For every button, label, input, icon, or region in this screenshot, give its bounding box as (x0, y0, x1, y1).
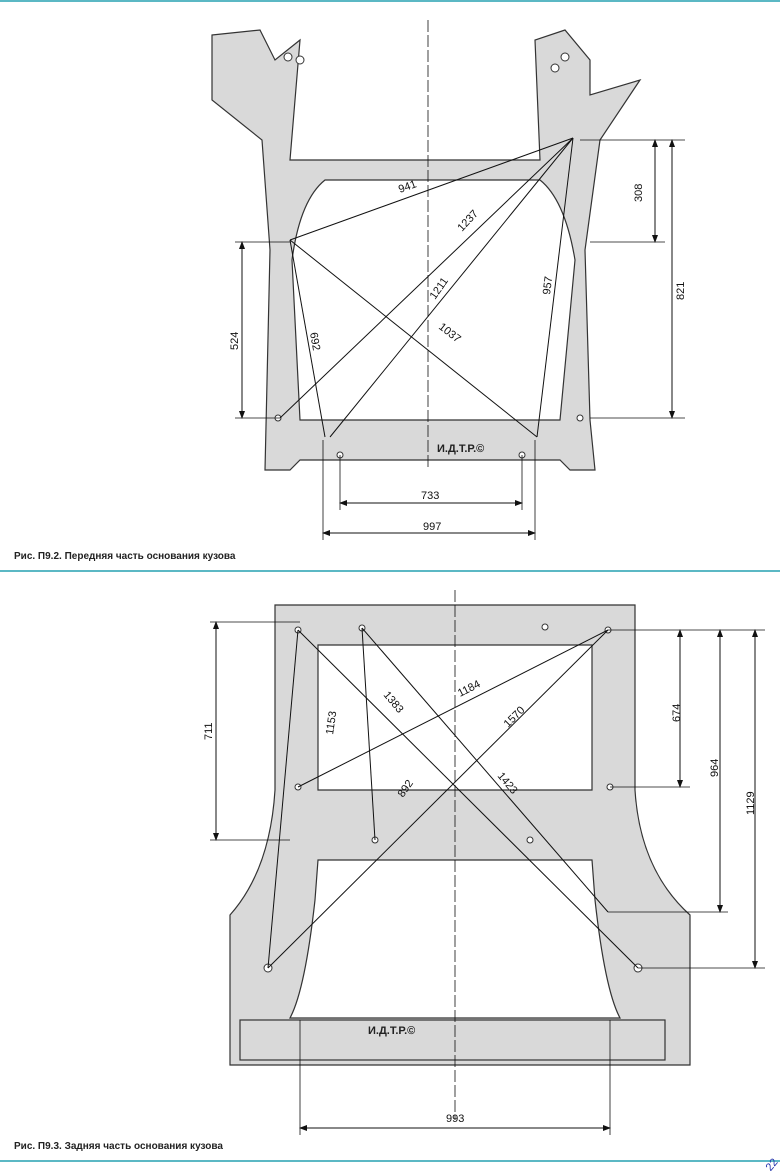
front-frame-drawing (211, 20, 642, 471)
dim-label: 821 (675, 282, 687, 300)
top-rule (0, 0, 780, 2)
dim-label: 711 (203, 722, 215, 740)
figure-caption: Рис. П9.3. Задняя часть основания кузова (14, 1141, 223, 1152)
dim-label: 1129 (745, 791, 757, 815)
dim-label: 993 (446, 1113, 464, 1125)
dim-label: 941 (397, 178, 418, 196)
dim-label: 308 (633, 184, 645, 202)
dim-label: 957 (541, 276, 555, 296)
dim-label: 692 (307, 331, 322, 351)
bottom-rule (0, 1160, 780, 1162)
section-rule (0, 570, 780, 572)
dim-label: 1153 (324, 710, 339, 735)
dim-label: 674 (671, 704, 683, 722)
dim-label: 964 (709, 759, 721, 777)
dim-label: 997 (423, 521, 441, 533)
watermark: И.Д.Т.Р.© (368, 1025, 415, 1037)
rear-frame-drawing (229, 590, 691, 1120)
front-measurements: 941 1237 1211 957 1037 692 524 308 821 7… (229, 137, 687, 540)
dim-label: 733 (421, 490, 439, 502)
figure-caption: Рис. П9.2. Передняя часть основания кузо… (14, 551, 236, 562)
watermark: И.Д.Т.Р.© (437, 443, 484, 455)
dim-label: 524 (229, 332, 241, 350)
